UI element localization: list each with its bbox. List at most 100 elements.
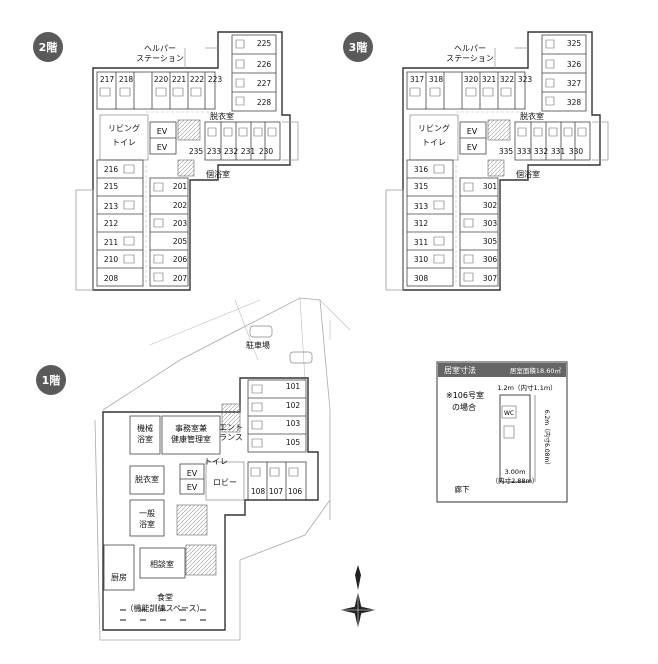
- f3-living-label: リビング: [418, 123, 450, 133]
- legend-note: ※106号室: [446, 390, 484, 400]
- legend-width-bottom: 3.00m: [505, 468, 526, 476]
- f2-room-227: 227: [257, 79, 272, 88]
- f3-room-311: 311: [414, 238, 429, 247]
- f1-room-103: 103: [286, 419, 301, 428]
- f3-room-302: 302: [483, 201, 498, 210]
- floor-3-plan: ヘルパー ステーション 脱衣室 リビング トイレ EV EV 個浴室 317 3…: [385, 31, 609, 291]
- legend-area: 居室面積18.60㎡: [510, 366, 562, 375]
- f3-room-310: 310: [414, 255, 429, 264]
- f3-room-325: 325: [567, 39, 582, 48]
- f3-room-307: 307: [483, 274, 498, 283]
- f3-room-315: 315: [414, 182, 429, 191]
- f2-room-221: 221: [172, 75, 187, 84]
- f2-ev1-label: EV: [157, 127, 168, 136]
- f3-room-321: 321: [482, 75, 497, 84]
- f1-ev1-label: EV: [187, 469, 198, 478]
- f2-room-213: 213: [104, 202, 119, 211]
- legend-wc: WC: [504, 410, 514, 417]
- f3-room-303: 303: [483, 219, 498, 228]
- f1-room-107: 107: [269, 487, 284, 496]
- floor-2-plan: ヘルパー ステーション 脱衣室 リビング トイレ EV EV 個浴室 217 2…: [75, 31, 299, 291]
- legend-width-top: 1.2m（内寸1.1m）: [497, 383, 556, 392]
- f3-room-305: 305: [483, 237, 498, 246]
- f1-machine-bath-label-2: 浴室: [137, 434, 153, 444]
- f3-ev2-label: EV: [467, 143, 478, 152]
- legend-depth: 6.2m（内寸6.08m）: [543, 410, 551, 469]
- f1-ev2-label: EV: [187, 483, 198, 492]
- f3-room-306: 306: [483, 255, 498, 264]
- f1-parking-label: 駐車場: [246, 340, 270, 350]
- f2-room-235: 235: [189, 147, 204, 156]
- floor-3-badge: 3階: [343, 32, 373, 62]
- f3-room-323: 323: [518, 75, 533, 84]
- f1-general-bath-label-2: 浴室: [139, 519, 155, 529]
- legend-width-bottom-2: （内寸2.88m）: [492, 476, 539, 485]
- f3-room-322: 322: [500, 75, 515, 84]
- f3-room-308: 308: [414, 274, 429, 283]
- f2-room-230: 230: [259, 147, 274, 156]
- f3-station-label: ヘルパー: [454, 44, 486, 53]
- f2-room-223: 223: [208, 75, 223, 84]
- f1-room-108: 108: [251, 487, 266, 496]
- f2-room-212: 212: [104, 219, 119, 228]
- f2-room-216: 216: [104, 165, 119, 174]
- f2-room-231: 231: [241, 147, 256, 156]
- f3-room-331: 331: [551, 147, 566, 156]
- f2-room-215: 215: [104, 182, 119, 191]
- f2-room-202: 202: [173, 201, 188, 210]
- room-size-legend: 居室寸法 居室面積18.60㎡ ※106号室 の場合 1.2m（内寸1.1m） …: [436, 361, 568, 503]
- f3-room-312: 312: [414, 219, 429, 228]
- f2-bath-label: 個浴室: [206, 169, 230, 179]
- f3-room-317: 317: [410, 75, 425, 84]
- f1-toilet-label: トイレ: [204, 457, 228, 466]
- f3-room-316: 316: [414, 165, 429, 174]
- f2-room-228: 228: [257, 98, 272, 107]
- f3-changing-label: 脱衣室: [520, 111, 544, 121]
- f2-room-203: 203: [173, 219, 188, 228]
- f2-station-label: ヘルパー: [144, 44, 176, 53]
- f1-room-106: 106: [288, 487, 303, 496]
- f3-station-label-2: ステーション: [446, 54, 494, 63]
- f2-toilet-label: トイレ: [112, 138, 136, 147]
- floor-2-badge: 2階: [33, 32, 63, 62]
- f1-entrance-label: エント: [219, 423, 243, 432]
- f3-room-332: 332: [534, 147, 549, 156]
- f1-kitchen-label: 厨房: [111, 572, 127, 582]
- f2-room-210: 210: [104, 255, 119, 264]
- f3-toilet-label: トイレ: [422, 138, 446, 147]
- f1-general-bath-label: 一般: [139, 508, 155, 518]
- f2-room-207: 207: [173, 274, 188, 283]
- f3-room-335: 335: [499, 147, 514, 156]
- f2-room-211: 211: [104, 238, 119, 247]
- legend-note-2: の場合: [452, 402, 476, 412]
- f3-bath-label: 個浴室: [516, 169, 540, 179]
- f2-living-label: リビング: [108, 123, 140, 133]
- north-arrow-icon: [340, 565, 376, 628]
- f2-room-232: 232: [224, 147, 239, 156]
- f2-room-208: 208: [104, 274, 119, 283]
- f3-room-327: 327: [567, 79, 582, 88]
- f1-room-105: 105: [286, 438, 301, 447]
- f3-room-318: 318: [429, 75, 444, 84]
- f1-machine-bath-label: 機械: [137, 423, 153, 433]
- f1-changing-label: 脱衣室: [135, 474, 159, 484]
- f1-room-101: 101: [286, 382, 301, 391]
- legend-title: 居室寸法: [444, 365, 476, 375]
- f2-room-220: 220: [154, 75, 169, 84]
- floor-1-plan: 駐車場 機械 浴室 事務室兼 健康管理室 エント ランス トイレ EV EV ロ…: [94, 297, 351, 641]
- f1-dining-label: 食堂: [157, 592, 173, 602]
- f3-room-326: 326: [567, 60, 582, 69]
- f2-room-201: 201: [173, 182, 188, 191]
- f3-room-320: 320: [464, 75, 479, 84]
- f1-consult-label: 相談室: [150, 559, 174, 569]
- f1-entrance-label-2: ランス: [219, 433, 243, 442]
- f1-room-102: 102: [286, 401, 301, 410]
- f1-office-label: 事務室兼: [175, 423, 207, 433]
- f2-room-217: 217: [100, 75, 115, 84]
- f2-room-218: 218: [119, 75, 134, 84]
- f2-room-233: 233: [207, 147, 222, 156]
- f2-changing-label: 脱衣室: [210, 111, 234, 121]
- f3-ev1-label: EV: [467, 127, 478, 136]
- f3-room-330: 330: [569, 147, 584, 156]
